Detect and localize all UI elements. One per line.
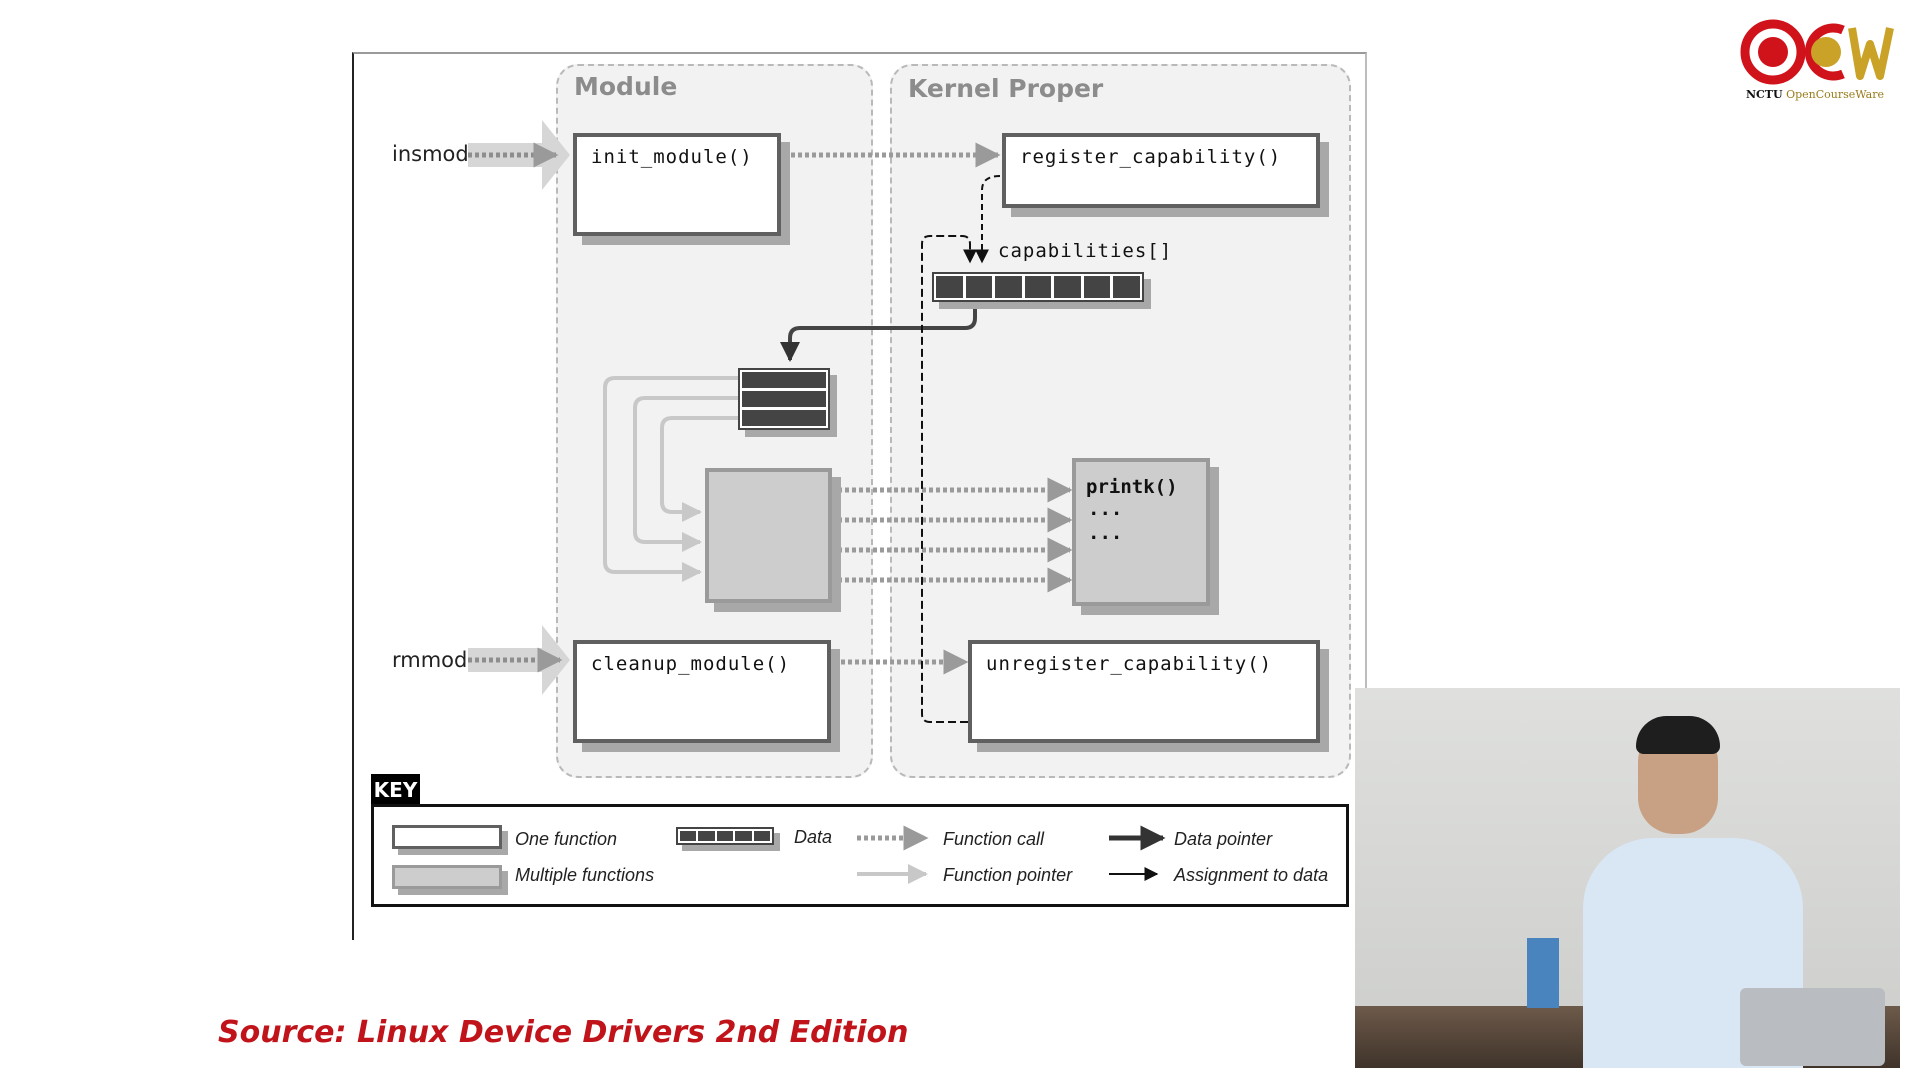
printk-more-1: ... <box>1088 498 1123 520</box>
key-multiple-functions-label: Multiple functions <box>515 865 655 885</box>
key-data-label: Data <box>794 827 833 847</box>
printk-box: printk() ... ... <box>1072 458 1210 606</box>
logo-ocw: OpenCourseWare <box>1786 88 1884 101</box>
figure-frame <box>352 52 1367 940</box>
rmmod-label: rmmod <box>392 648 468 672</box>
init-module-box: init_module() <box>573 133 781 236</box>
ocw-logo-icon <box>1740 19 1894 85</box>
key-multiple-functions-swatch <box>392 865 502 889</box>
module-data-table <box>738 368 830 430</box>
key-function-call-label: Function call <box>943 829 1045 849</box>
assignment-register <box>975 175 1001 264</box>
unregister-capability-label: unregister_capability() <box>986 653 1273 675</box>
key-function-pointer-label: Function pointer <box>943 865 1073 885</box>
kernel-region-title: Kernel Proper <box>908 74 1104 103</box>
nctu-ocw-logo: NCTU OpenCourseWare <box>1740 18 1900 103</box>
printk-more-2: ... <box>1088 522 1123 544</box>
module-functions-box <box>705 468 832 603</box>
key-arrow-swatches <box>857 825 1166 884</box>
logo-text: NCTU OpenCourseWare <box>1746 88 1884 101</box>
key-data-swatch <box>676 827 774 845</box>
init-module-label: init_module() <box>591 146 753 168</box>
key-title: KEY <box>371 774 420 806</box>
module-region-title: Module <box>574 72 678 101</box>
function-pointer-1 <box>603 376 740 582</box>
unregister-capability-box: unregister_capability() <box>968 640 1320 743</box>
presenter-video <box>1355 688 1900 1068</box>
insmod-label: insmod <box>392 142 469 166</box>
laptop-icon <box>1740 988 1885 1066</box>
data-pointer-capabilities <box>780 300 977 362</box>
function-pointer-3 <box>660 416 740 522</box>
key-legend: One function Multiple functions Data Fun… <box>371 804 1349 907</box>
register-capability-label: register_capability() <box>1020 146 1282 168</box>
function-pointer-2 <box>633 396 740 552</box>
source-caption: Source: Linux Device Drivers 2nd Edition <box>218 1015 909 1050</box>
key-one-function-swatch <box>392 825 502 849</box>
register-capability-box: register_capability() <box>1002 133 1320 208</box>
assignment-unregister <box>921 235 977 723</box>
logo-nctu: NCTU <box>1746 88 1783 101</box>
cleanup-module-label: cleanup_module() <box>591 653 791 675</box>
printk-label: printk() <box>1086 476 1178 498</box>
key-assignment-label: Assignment to data <box>1174 865 1329 885</box>
presenter-hair <box>1636 716 1720 754</box>
capabilities-label: capabilities[] <box>998 240 1173 262</box>
insmod-arrow <box>468 120 570 190</box>
key-data-pointer-label: Data pointer <box>1174 829 1273 849</box>
key-one-function-label: One function <box>515 829 618 849</box>
video-equipment <box>1527 938 1559 1008</box>
cleanup-module-box: cleanup_module() <box>573 640 831 743</box>
rmmod-arrow <box>468 625 570 695</box>
capabilities-array <box>932 272 1144 302</box>
